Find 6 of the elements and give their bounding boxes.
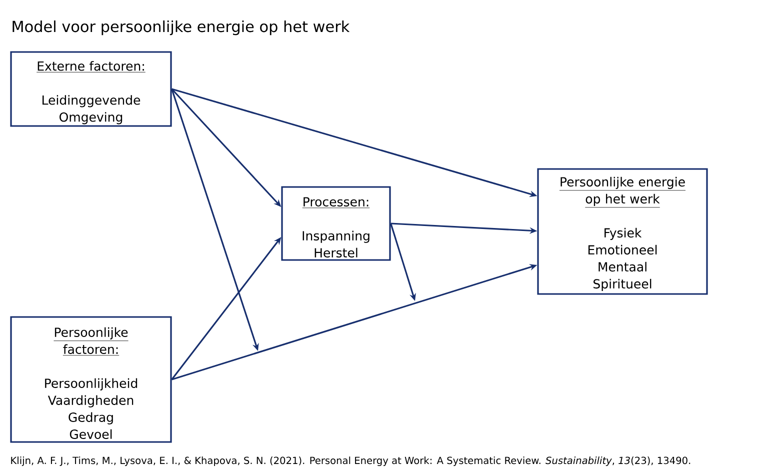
process-box: Processen: Inspanning Herstel [281,186,391,261]
factor-box: Externe factoren: Leidinggevende Omgeving [10,51,172,127]
factor-box: Persoonlijke factoren: Persoonlijkheid Vaardigheden Gedrag Gevoel [10,316,172,443]
citation: Klijn, A. F. J., Tims, M., Lysova, E. I., & Khapova, S. N. (2021). Personal Energy at Work: A Systematic Review. Sustainability, 13(23), 13490. [11,456,690,466]
title: Model voor persoonlijke energie op het werk [12,20,350,36]
outcome-box: Persoonlijke energie op het werk Fysiek Emotioneel Mentaal Spiritueel [537,168,708,295]
